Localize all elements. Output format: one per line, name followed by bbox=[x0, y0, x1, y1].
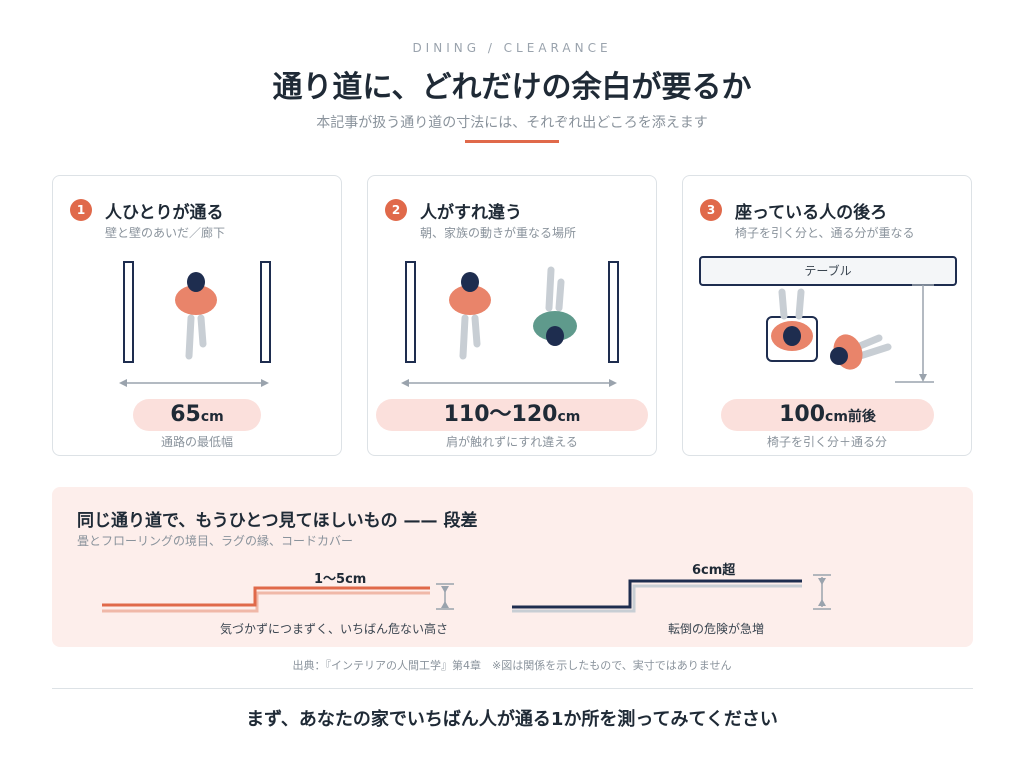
card-subtitle: 椅子を引く分と、通る分が重なる bbox=[735, 226, 915, 240]
person-icon bbox=[175, 272, 217, 360]
card-subtitle: 壁と壁のあいだ／廊下 bbox=[105, 226, 226, 240]
arrow-up-icon bbox=[818, 599, 826, 606]
arrow-right-icon bbox=[261, 379, 269, 387]
measurement-pill: 100cm前後 bbox=[721, 399, 934, 431]
card-caption: 通路の最低幅 bbox=[160, 435, 233, 449]
card-title: 座っている人の後ろ bbox=[735, 203, 888, 223]
small-step-caption: 気づかずにつまずく、いちばん危ない高さ bbox=[220, 622, 449, 636]
measurement-unit: cm bbox=[200, 409, 224, 425]
arrow-left-icon bbox=[401, 379, 409, 387]
table-label: テーブル bbox=[804, 264, 852, 278]
seated-person-icon bbox=[771, 288, 813, 351]
card-title: 人ひとりが通る bbox=[105, 203, 224, 223]
large-step-caption: 転倒の危険が急増 bbox=[668, 622, 765, 636]
small-step-diagram bbox=[102, 583, 454, 613]
step-hazard-panel: 同じ通り道で、もうひとつ見てほしいもの —— 段差 畳とフローリングの境目、ラグ… bbox=[52, 487, 973, 647]
card-single-person: 1 人ひとりが通る 壁と壁のあいだ／廊下 65cm 通路の最低幅 bbox=[52, 175, 342, 456]
measurement-suffix: 前後 bbox=[847, 409, 876, 425]
passing-people-figure bbox=[401, 261, 619, 387]
person-icon bbox=[449, 272, 491, 360]
card-behind-seated: 3 座っている人の後ろ 椅子を引く分と、通る分が重なる テーブル 100cm前後… bbox=[682, 175, 972, 456]
wall-right bbox=[260, 261, 271, 363]
large-step-label: 6cm超 bbox=[692, 563, 736, 578]
card-subtitle: 朝、家族の動きが重なる場所 bbox=[420, 226, 577, 240]
wall-left bbox=[123, 261, 134, 363]
card-caption: 椅子を引く分＋通る分 bbox=[766, 435, 887, 449]
card-title: 人がすれ違う bbox=[420, 203, 522, 223]
arrow-up-icon bbox=[441, 601, 449, 608]
call-to-action: まず、あなたの家でいちばん人が通る1か所を測ってみてください bbox=[246, 709, 778, 730]
arrow-down-icon bbox=[441, 586, 449, 593]
page-subtitle: 本記事が扱う通り道の寸法には、それぞれ出どころを添えます bbox=[316, 115, 708, 131]
seated-person-figure bbox=[699, 256, 957, 383]
measurement-value: 65 bbox=[170, 402, 201, 427]
small-step-label: 1〜5cm bbox=[314, 572, 367, 587]
arrow-down-icon bbox=[818, 578, 826, 585]
panel-title: 同じ通り道で、もうひとつ見てほしいもの —— 段差 bbox=[77, 511, 478, 531]
measurement-unit: cm bbox=[825, 409, 848, 425]
arrow-left-icon bbox=[119, 379, 127, 387]
person-icon-oncoming bbox=[533, 266, 577, 346]
measurement-value: 100 bbox=[779, 402, 826, 427]
walking-person-icon bbox=[830, 334, 892, 370]
measurement-pill: 110〜120cm bbox=[376, 399, 648, 431]
measurement-value: 110〜120 bbox=[443, 402, 558, 427]
table-shape bbox=[699, 256, 957, 286]
divider bbox=[52, 688, 973, 689]
eyebrow: DINING / CLEARANCE bbox=[412, 41, 612, 55]
measurement-pill: 65cm bbox=[133, 399, 261, 431]
card-number-badge: 1 bbox=[70, 199, 92, 221]
large-step-diagram bbox=[512, 574, 831, 613]
measurement-unit: cm bbox=[557, 409, 581, 425]
source-note: 出典：『インテリアの人間工学』第4章 ※図は関係を示したもので、実寸ではありませ… bbox=[292, 659, 732, 672]
panel-subtitle: 畳とフローリングの境目、ラグの縁、コードカバー bbox=[77, 534, 354, 548]
arrow-down-icon bbox=[919, 374, 927, 382]
step-diagrams bbox=[102, 574, 831, 613]
arrow-right-icon bbox=[609, 379, 617, 387]
card-number-badge: 2 bbox=[385, 199, 407, 221]
wall-left bbox=[405, 261, 416, 363]
card-number-badge: 3 bbox=[700, 199, 722, 221]
accent-rule bbox=[465, 140, 559, 143]
page-title: 通り道に、どれだけの余白が要るか bbox=[272, 70, 752, 105]
card-caption: 肩が触れずにすれ違える bbox=[446, 435, 578, 449]
single-person-figure bbox=[119, 261, 271, 387]
card-passing-people: 2 人がすれ違う 朝、家族の動きが重なる場所 110〜120cm 肩が触れずにす… bbox=[367, 175, 657, 456]
wall-right bbox=[608, 261, 619, 363]
